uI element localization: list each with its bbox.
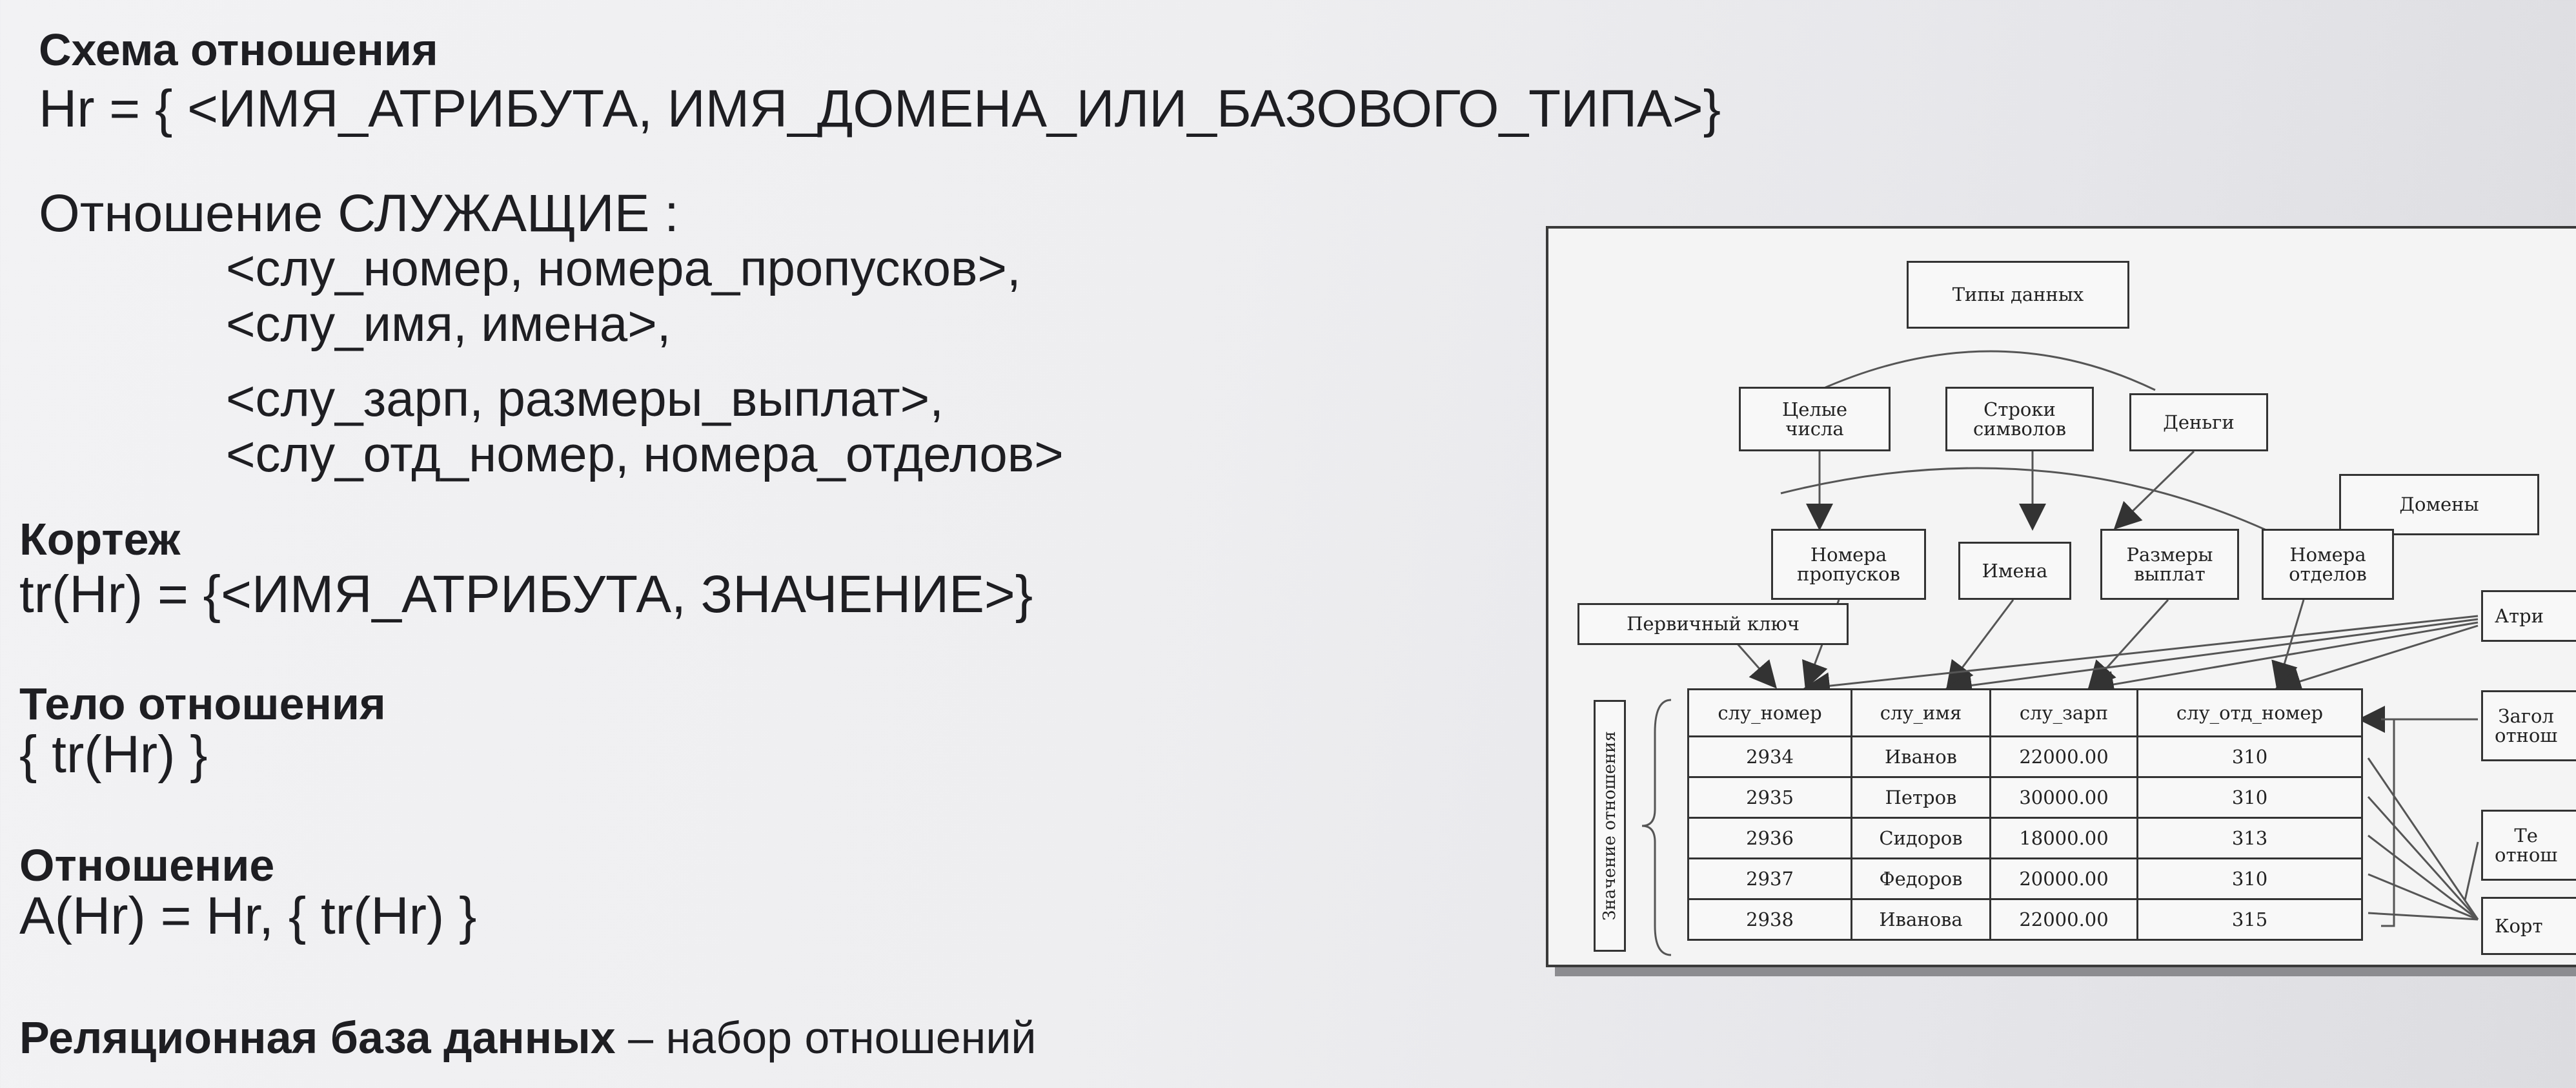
db-definition-rest: – набор отношений	[615, 1012, 1037, 1063]
table-cell: 2938	[1687, 898, 1852, 941]
attribute-line-1: <слу_номер, номера_пропусков>,	[226, 240, 1021, 296]
relation-intro: Отношение СЛУЖАЩИЕ :	[39, 184, 679, 243]
schema-formula: Hr = { <ИМЯ_АТРИБУТА, ИМЯ_ДОМЕНА_ИЛИ_БАЗ…	[39, 79, 1721, 138]
primary-key-box: Первичный ключ	[1577, 603, 1849, 645]
body-box: Те отнош	[2481, 810, 2576, 881]
table-cell: 22000.00	[1989, 898, 2138, 941]
table-cell: Петров	[1851, 776, 1991, 819]
table-cell: 313	[2136, 817, 2363, 859]
table-cell: 20000.00	[1989, 857, 2138, 900]
type-money-box: Деньги	[2129, 393, 2268, 451]
relation-value-label: Значение отношения	[1594, 700, 1626, 952]
table-row: 2934 Иванов 22000.00 310	[1687, 735, 2363, 778]
schema-heading: Схема отношения	[39, 25, 438, 75]
relational-model-diagram: Типы данных Целые числа Строки символов …	[1546, 226, 2576, 967]
attributes-box: Атри	[2481, 590, 2576, 642]
table-row: 2935 Петров 30000.00 310	[1687, 776, 2363, 819]
attribute-line-2: <слу_имя, имена>,	[226, 295, 671, 352]
table-cell: 2937	[1687, 857, 1852, 900]
body-formula: { tr(Hr) }	[19, 725, 208, 784]
table-cell: Сидоров	[1851, 817, 1991, 859]
table-cell: 310	[2136, 776, 2363, 819]
relation-formula: A(Hr) = Hr, { tr(Hr) }	[19, 887, 477, 945]
type-integers-box: Целые числа	[1739, 387, 1891, 451]
table-row: 2938 Иванова 22000.00 315	[1687, 898, 2363, 941]
column-header: слу_зарп	[1989, 688, 2138, 737]
domain-dept-numbers-box: Номера отделов	[2262, 529, 2394, 600]
tuple-heading: Кортеж	[19, 514, 181, 564]
table-cell: 18000.00	[1989, 817, 2138, 859]
attribute-line-4: <слу_отд_номер, номера_отделов>	[226, 426, 1064, 482]
table-cell: Федоров	[1851, 857, 1991, 900]
table-cell: 310	[2136, 857, 2363, 900]
column-header: слу_имя	[1851, 688, 1991, 737]
table-cell: Иванова	[1851, 898, 1991, 941]
table-cell: 22000.00	[1989, 735, 2138, 778]
tuple-formula: tr(Hr) = {<ИМЯ_АТРИБУТА, ЗНАЧЕНИЕ>}	[19, 565, 1033, 624]
employees-table: слу_номер слу_имя слу_зарп слу_отд_номер…	[1687, 688, 2363, 941]
data-types-box: Типы данных	[1907, 261, 2129, 329]
tuples-box: Корт	[2481, 897, 2576, 955]
table-cell: 315	[2136, 898, 2363, 941]
table-row: 2936 Сидоров 18000.00 313	[1687, 817, 2363, 859]
domain-names-box: Имена	[1958, 542, 2071, 600]
db-definition-term: Реляционная база данных	[19, 1012, 616, 1063]
domain-pass-numbers-box: Номера пропусков	[1771, 529, 1926, 600]
db-definition: Реляционная база данных – набор отношени…	[19, 1015, 1037, 1060]
table-cell: 2935	[1687, 776, 1852, 819]
attribute-line-3: <слу_зарп, размеры_выплат>,	[226, 370, 944, 427]
diagram-connectors	[1641, 350, 2479, 956]
column-header: слу_номер	[1687, 688, 1852, 737]
domains-box: Домены	[2339, 474, 2539, 535]
table-cell: 30000.00	[1989, 776, 2138, 819]
table-cell: 2936	[1687, 817, 1852, 859]
table-cell: 2934	[1687, 735, 1852, 778]
type-strings-box: Строки символов	[1945, 387, 2094, 451]
table-cell: 310	[2136, 735, 2363, 778]
table-cell: Иванов	[1851, 735, 1991, 778]
column-header: слу_отд_номер	[2136, 688, 2363, 737]
body-heading: Тело отношения	[19, 679, 386, 729]
domain-pay-amounts-box: Размеры выплат	[2100, 529, 2239, 600]
table-header-row: слу_номер слу_имя слу_зарп слу_отд_номер	[1687, 688, 2363, 737]
relation-heading: Отношение	[19, 840, 275, 890]
table-row: 2937 Федоров 20000.00 310	[1687, 857, 2363, 900]
header-box: Загол отнош	[2481, 690, 2576, 761]
